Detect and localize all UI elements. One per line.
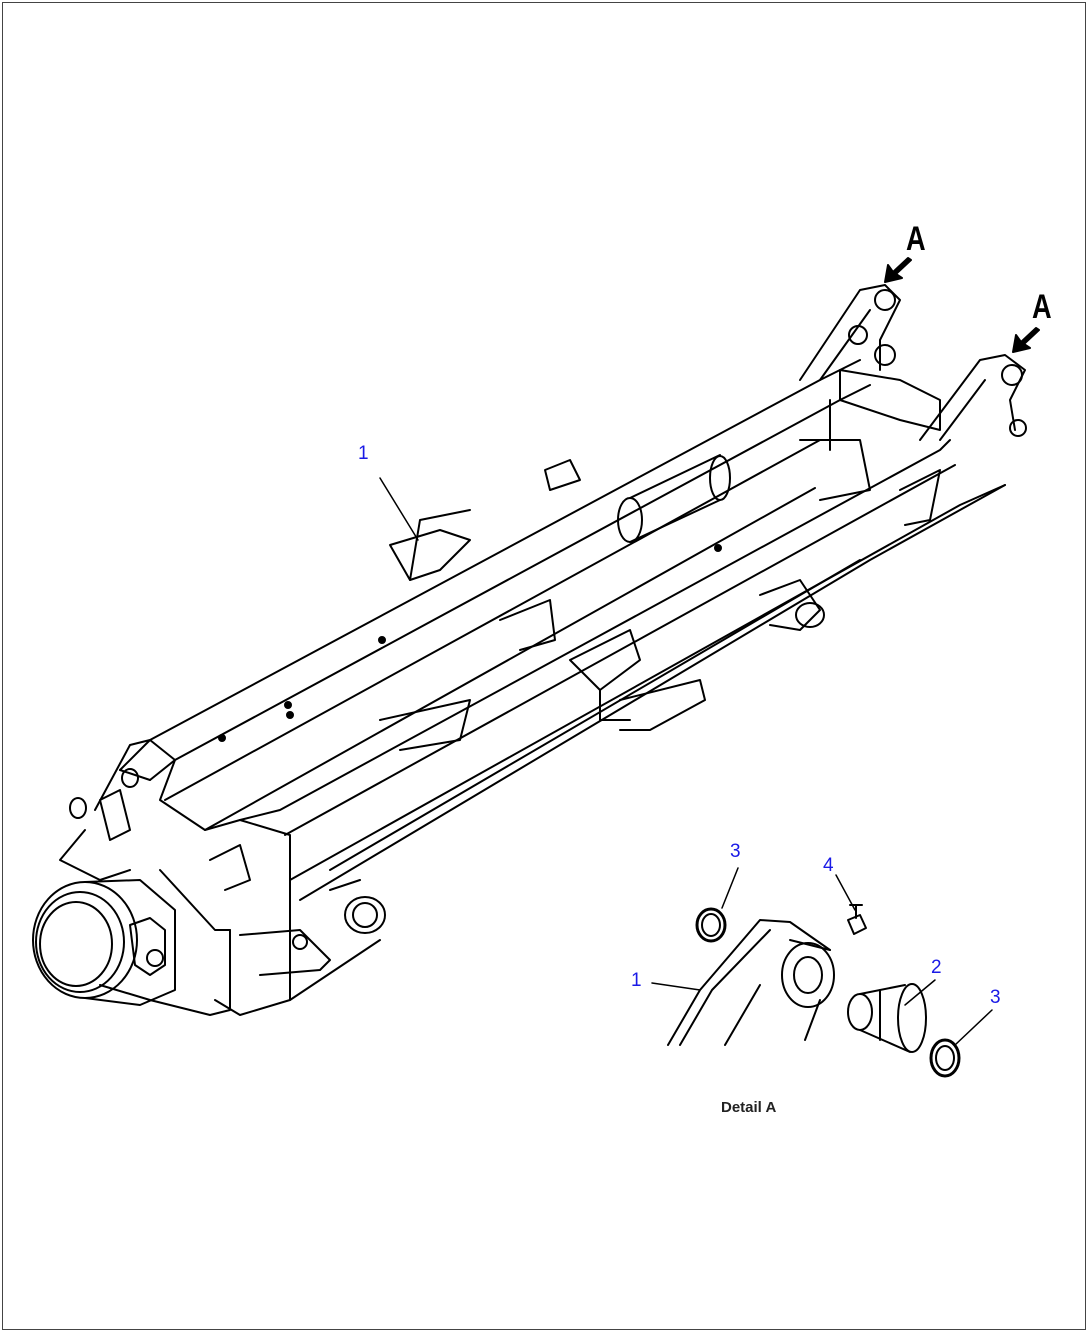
callout-pin: 2	[931, 957, 942, 978]
callout-ring-right: 3	[990, 987, 1001, 1008]
detail-caption: Detail A	[721, 1099, 777, 1116]
view-label-a-2: A	[1032, 288, 1052, 326]
rear-frame-drawing	[32, 257, 1040, 1016]
callout-main-frame: 1	[358, 443, 369, 464]
view-label-a-1: A	[906, 220, 926, 258]
callout-detail-frame: 1	[631, 970, 642, 991]
callout-fitting: 4	[823, 855, 834, 876]
callout-ring-left: 3	[730, 841, 741, 862]
detail-a-drawing	[651, 867, 993, 1078]
